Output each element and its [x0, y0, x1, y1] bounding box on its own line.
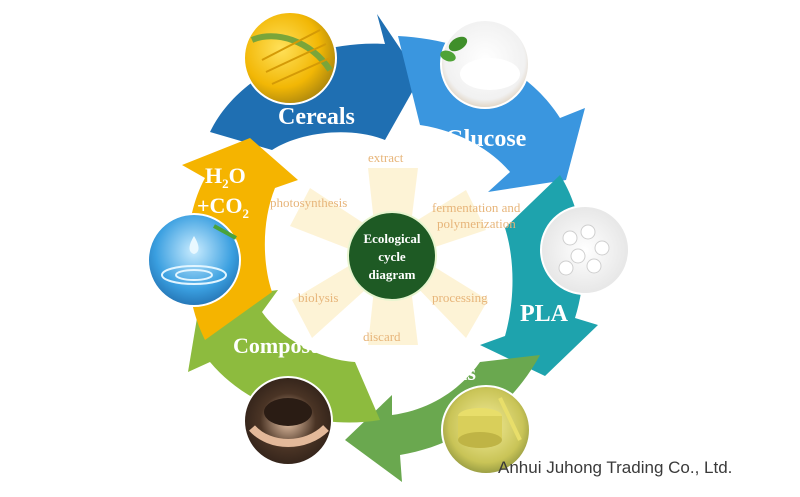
corn-photo: [243, 11, 337, 105]
label-pla: PLA: [520, 301, 569, 327]
tableware-photo: [441, 385, 531, 475]
label-h2o-co2-line-1: H2O: [205, 163, 246, 191]
h2o-h: H: [205, 163, 222, 188]
pla-pellets-photo: [540, 205, 630, 295]
company-watermark: Anhui Juhong Trading Co., Ltd.: [498, 458, 733, 477]
h2o-subscript: 2: [222, 176, 229, 191]
label-h2o-co2-line-2: +CO2: [197, 193, 249, 221]
center-circle: [347, 211, 437, 301]
step-fermentation-line-2: polymerization: [437, 216, 516, 231]
glucose-powder-photo: [440, 19, 530, 109]
label-cereals: Cereals: [278, 104, 355, 130]
soil-hands-photo: [243, 376, 333, 466]
center-label-line-1: Ecological: [363, 231, 420, 246]
center-label-line-2: cycle: [378, 249, 406, 264]
co2-subscript: 2: [243, 206, 250, 221]
label-glucose: Glucose: [445, 126, 527, 152]
label-products: Products: [392, 360, 476, 385]
step-fermentation-line-1: fermentation and: [432, 200, 521, 215]
center-label-line-3: diagram: [369, 267, 416, 282]
segment-compost: [188, 290, 380, 423]
step-processing: processing: [432, 290, 488, 305]
step-biolysis: biolysis: [298, 290, 338, 305]
h2o-o: O: [229, 163, 246, 188]
step-extract: extract: [368, 150, 404, 165]
co2-text: +CO: [197, 193, 243, 218]
label-compost: Compost: [233, 333, 318, 358]
step-photosynthesis: photosynthesis: [270, 195, 347, 210]
step-discard: discard: [363, 329, 401, 344]
water-drop-photo: [147, 213, 241, 307]
